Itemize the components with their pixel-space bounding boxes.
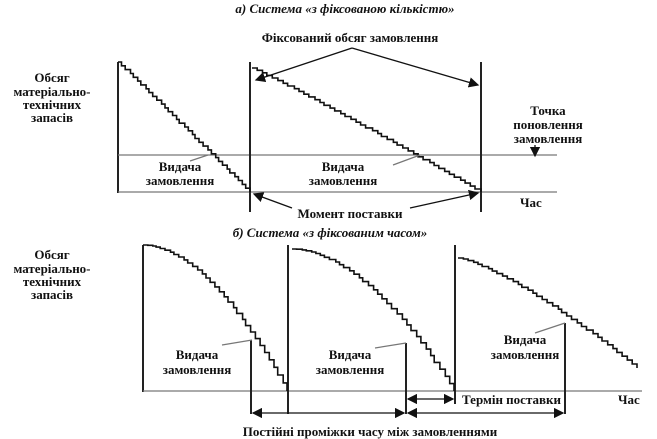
delivery-arrow-1 — [252, 192, 293, 209]
fixed-volume-arrow-1 — [254, 47, 353, 83]
delivery-moment-label: Момент поставки — [298, 206, 403, 221]
order-issue-label-a2: Видача замовлення — [309, 159, 378, 188]
x-axis-label-b: Час — [618, 392, 640, 407]
delivery-arrow-2 — [409, 189, 480, 209]
svg-text:Обсяг: Обсяг — [34, 70, 69, 85]
fixed-volume-label: Фіксований обсяг замовлення — [262, 30, 439, 45]
stock-curve-a1 — [118, 61, 251, 192]
svg-text:замовлення: замовлення — [514, 131, 583, 146]
svg-text:матеріально-: матеріально- — [13, 261, 90, 276]
stock-curve-b3 — [458, 257, 638, 368]
stock-curve-a2 — [252, 67, 482, 192]
panel-b-fixed-time: б) Система «з фіксованим часом» Обсяг ма… — [13, 225, 642, 439]
reorder-point-label: Точка поновлення замовлення — [513, 103, 583, 146]
svg-text:Видача: Видача — [176, 347, 219, 362]
svg-text:технічних: технічних — [23, 274, 82, 289]
svg-text:Видача: Видача — [504, 332, 547, 347]
svg-text:Видача: Видача — [329, 347, 372, 362]
svg-text:замовлення: замовлення — [491, 347, 560, 362]
svg-text:запасів: запасів — [31, 110, 73, 125]
y-axis-label-b: Обсяг матеріально- технічних запасів — [13, 247, 90, 302]
lead-time-label: Термін поставки — [462, 392, 562, 407]
svg-text:замовлення: замовлення — [309, 173, 378, 188]
svg-text:запасів: запасів — [31, 287, 73, 302]
leader-line — [534, 322, 566, 334]
order-issue-label-b1: Видача замовлення — [163, 347, 232, 377]
leader-line — [392, 154, 421, 166]
order-issue-label-b2: Видача замовлення — [316, 347, 385, 377]
order-issue-label-a1: Видача замовлення — [146, 159, 215, 188]
svg-text:матеріально-: матеріально- — [13, 84, 90, 99]
order-issue-label-b3: Видача замовлення — [491, 332, 560, 362]
leader-line — [374, 342, 407, 349]
svg-text:Видача: Видача — [322, 159, 365, 174]
svg-text:поновлення: поновлення — [513, 117, 583, 132]
leader-line — [189, 154, 209, 162]
svg-text:технічних: технічних — [23, 97, 82, 112]
stock-curve-b1 — [143, 244, 288, 391]
fixed-volume-arrow-2 — [351, 47, 480, 88]
svg-text:Видача: Видача — [159, 159, 202, 174]
svg-text:замовлення: замовлення — [163, 362, 232, 377]
x-axis-label-a: Час — [520, 195, 542, 210]
svg-text:замовлення: замовлення — [146, 173, 215, 188]
y-axis-label-a: Обсяг матеріально- технічних запасів — [13, 70, 90, 125]
panel-a-fixed-quantity: а) Система «з фіксованою кількістю» Фікс… — [13, 1, 582, 221]
svg-text:замовлення: замовлення — [316, 362, 385, 377]
svg-text:Обсяг: Обсяг — [34, 247, 69, 262]
intervals-label: Постійні проміжки часу між замовленнями — [243, 424, 498, 439]
stock-curve-b2 — [292, 248, 455, 391]
svg-text:Точка: Точка — [530, 103, 566, 118]
leader-line — [221, 339, 253, 346]
panel-b-title: б) Система «з фіксованим часом» — [233, 225, 428, 240]
panel-a-title: а) Система «з фіксованою кількістю» — [235, 1, 454, 16]
